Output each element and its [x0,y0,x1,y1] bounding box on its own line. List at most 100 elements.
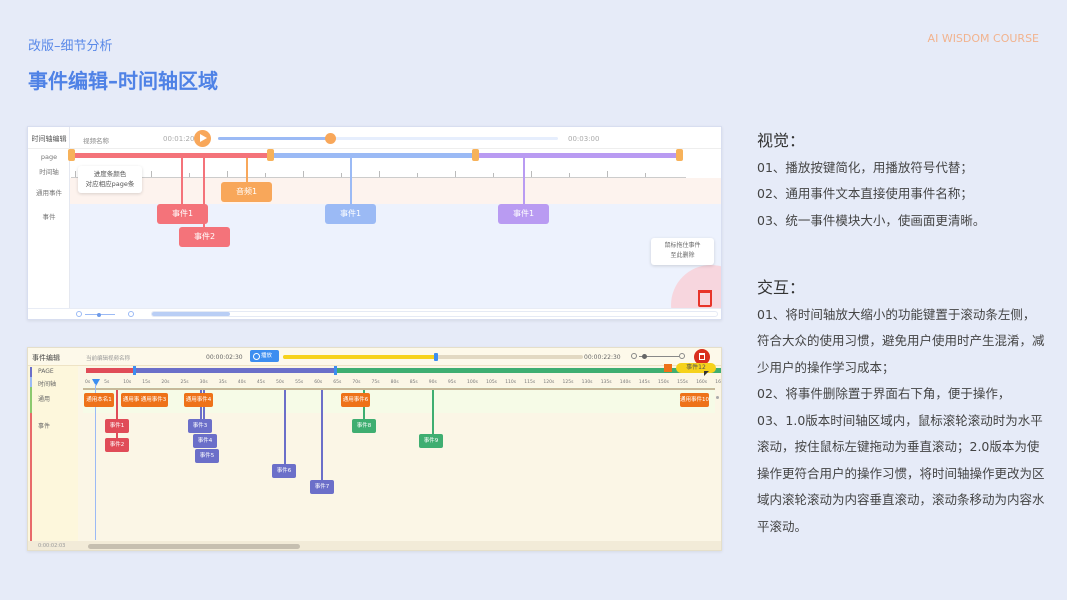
timeline-tick [493,173,494,177]
general-event[interactable]: 通用本名1 [84,393,114,407]
row-label-column [28,366,78,550]
timeline-tick [607,171,608,177]
event-block[interactable]: 事件1 [105,419,129,433]
page-bar-3[interactable] [476,153,681,158]
general-event[interactable]: 通用事件4 [184,393,213,407]
play-button[interactable]: 播放 [250,350,279,362]
play-button[interactable] [194,130,211,147]
page-bar-2[interactable] [271,153,476,158]
visual-note: 02、通用事件文本直接使用事件名称； [757,186,973,201]
general-event[interactable]: 通用事件10 [680,393,709,407]
page-bar-1[interactable] [71,153,271,158]
vertical-scrollbar[interactable] [716,396,719,399]
brand-label: AI WISDOM COURSE [927,32,1039,45]
page-bar-1[interactable] [86,368,134,373]
page-handle[interactable] [334,366,337,375]
tick-label: 80s [390,380,399,385]
bottom-time: 0:00:02:03 [38,543,66,549]
zoom-slider[interactable] [85,312,115,317]
horizontal-scrollbar[interactable] [151,311,718,317]
current-time: 00:01:20 [163,135,195,143]
event-block[interactable]: 事件4 [193,434,217,448]
video-name: 视频名称 [83,137,109,145]
video-name: 当前编辑视频名称 [86,356,131,362]
tick-label: 10s [123,380,132,385]
horizontal-scrollbar[interactable] [88,544,300,549]
page-bar-2[interactable] [134,368,334,373]
tick-label: 5s [104,380,110,385]
zoom-out-icon[interactable] [76,311,82,317]
event-block[interactable]: 事件1 [325,204,376,224]
audio-event[interactable]: 音频1 [221,182,272,202]
progress-track[interactable] [283,353,583,361]
cursor-icon [704,371,709,376]
page-handle[interactable] [676,149,683,161]
progress-knob[interactable] [325,133,337,144]
label-event: 事件 [42,213,56,221]
event-block[interactable]: 事件1 [157,204,208,224]
label-event: 事件 [38,423,51,430]
tick-label: 115s [524,380,536,385]
general-event[interactable]: 通用事 [121,393,141,407]
event-block[interactable]: 事件9 [419,434,443,448]
timeline-tick [227,171,228,177]
timeline-tick [379,171,380,177]
tooltip-line: 对应相应page条 [85,180,135,188]
tick-label: 120s [543,380,555,385]
event-block[interactable]: 事件2 [179,227,230,247]
tick-label: 45s [256,380,265,385]
progress-knob[interactable] [434,353,438,361]
drag-indicator [664,364,672,372]
zoom-out-icon[interactable] [631,353,637,359]
tick-label: 30s [199,380,208,385]
event-block[interactable]: 事件3 [188,419,212,433]
timeline-tick [265,173,266,177]
tooltip-line: 至此删除 [670,252,695,259]
progress-fill [283,355,436,359]
total-time: 00:00:22:30 [584,354,621,361]
label-general: 通用事件 [36,189,62,197]
trash-icon[interactable] [698,290,712,307]
event-block[interactable]: 事件7 [310,480,334,494]
tick-label: 135s [600,380,612,385]
label-timeline: 时间轴 [38,381,57,388]
tick-label: 130s [581,380,593,385]
event-block[interactable]: 事件8 [352,419,376,433]
panel-title: 时间轴编辑 [31,135,67,143]
panel-title: 事件编辑 [32,354,60,362]
timeline-tick [455,171,456,177]
page-bar-3[interactable] [334,368,721,373]
zoom-in-icon[interactable] [128,311,134,317]
tick-label: 20s [161,380,170,385]
label-timeline: 时间轴 [39,168,59,176]
playhead-line [95,384,96,540]
timeline-tick [645,173,646,177]
dragging-event[interactable]: 事件12 [676,363,716,373]
interaction-heading: 交互： [757,278,806,297]
old-timeline-panel: 时间轴编辑 page 时间轴 通用事件 事件 视频名称 00:01:20 00:… [27,126,722,320]
delete-button[interactable] [694,349,710,365]
page-handle[interactable] [133,366,136,375]
page-handle[interactable] [472,149,479,161]
event-block[interactable]: 事件5 [195,449,219,463]
event-block[interactable]: 事件2 [105,438,129,452]
general-event[interactable]: 通用事件6 [341,393,370,407]
event-block[interactable]: 事件6 [272,464,296,478]
label-general: 通用 [38,396,51,403]
tick-label: 160s [696,380,708,385]
label-page: page [40,153,58,161]
event-block[interactable]: 事件1 [498,204,549,224]
page-handle[interactable] [267,149,274,161]
interaction-note: 01、将时间轴放大缩小的功能键置于滚动条左侧，符合大众的使用习惯，避免用户使用时… [757,306,1045,375]
zoom-in-icon[interactable] [679,353,685,359]
timeline-tick [189,173,190,177]
tick-label: 165s [715,380,722,385]
tick-label: 90s [428,380,437,385]
zoom-slider[interactable] [639,354,679,359]
general-event[interactable]: 通用事件3 [139,393,168,407]
tick-label: 95s [447,380,456,385]
timeline-tick [417,173,418,177]
playhead-icon[interactable] [92,379,100,386]
progress-track[interactable] [218,133,558,144]
page-handle[interactable] [68,149,75,161]
